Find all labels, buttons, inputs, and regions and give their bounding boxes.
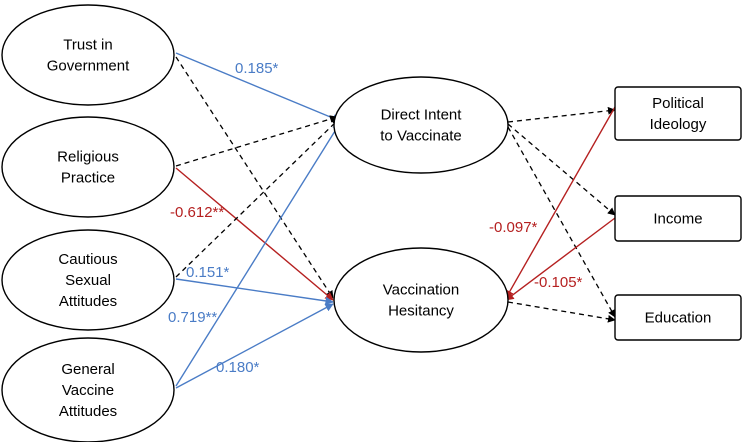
- node-education-box: [614, 294, 742, 341]
- node-general-label-line: General: [61, 361, 114, 378]
- node-hesitancy-ellipse: [333, 247, 509, 353]
- edge-ideology-hesitancy: [505, 106, 616, 299]
- node-cautious-label-line: Sexual: [65, 272, 111, 289]
- coefficient-label-trust-intent: 0.185*: [235, 60, 279, 77]
- edge-trust-hesitancy: [175, 56, 334, 299]
- edge-religious-intent: [175, 115, 338, 167]
- coefficient-labels-layer: 0.185* -0.612** 0.151* 0.719** 0.180* -0.097*…: [168, 60, 583, 376]
- node-cautious-label-line: Attitudes: [59, 293, 117, 310]
- edge-religious-hesitancy: [175, 167, 334, 301]
- node-general-label-line: Attitudes: [59, 403, 117, 420]
- coefficient-label-ideology-hesitancy: -0.097*: [489, 219, 538, 236]
- coefficient-label-income-hesitancy: -0.105*: [534, 274, 583, 291]
- coefficient-label-general-intent: 0.719**: [168, 309, 217, 326]
- node-religious-label-line: Religious: [57, 149, 119, 166]
- node-education-label-line: Education: [645, 310, 712, 327]
- node-income-label-line: Income: [653, 211, 702, 228]
- node-hesitancy-label-line: Vaccination: [383, 282, 459, 299]
- edge-intent-ideology: [507, 106, 616, 123]
- node-income-box: [614, 195, 742, 242]
- node-religious-label-line: Practice: [61, 170, 115, 187]
- node-hesitancy-label-line: Hesitancy: [388, 303, 454, 320]
- edge-trust-intent: [175, 52, 341, 122]
- node-trust-ellipse: [1, 4, 175, 106]
- coefficient-label-cautious-hesitancy: 0.151*: [186, 264, 230, 281]
- node-trust-label-line: Trust in: [63, 37, 112, 54]
- coefficient-label-religious-hesitancy: -0.612**: [170, 204, 224, 221]
- node-education: Education: [614, 294, 742, 341]
- node-intent-label-line: to Vaccinate: [380, 128, 461, 145]
- node-religious-ellipse: [1, 116, 175, 218]
- node-cautious-label-line: Cautious: [58, 251, 117, 268]
- edge-general-intent: [175, 122, 341, 387]
- node-ideology-label-line: Political: [652, 95, 704, 112]
- nodes-layer: Trust in GovernmentReligiousPracticeCauti…: [1, 4, 742, 442]
- edge-cautious-intent: [175, 118, 340, 278]
- edge-hesitancy-education: [507, 301, 616, 323]
- node-general-ellipse: [1, 337, 175, 442]
- edges-layer: [175, 52, 616, 389]
- edge-intent-education: [507, 126, 616, 318]
- node-income: Income: [614, 195, 742, 242]
- node-trust: Trust in Government: [1, 4, 175, 106]
- node-ideology-label-line: Ideology: [650, 116, 707, 133]
- node-general-label-line: Vaccine: [62, 382, 114, 399]
- edge-income-hesitancy: [505, 217, 616, 301]
- node-intent-ellipse: [333, 76, 509, 174]
- node-intent: Direct Intent to Vaccinate: [333, 76, 509, 174]
- edge-general-hesitancy: [175, 303, 334, 389]
- edge-intent-income: [507, 123, 616, 216]
- coefficient-label-general-hesitancy: 0.180*: [216, 359, 260, 376]
- node-trust-label-line: Government: [47, 58, 130, 75]
- node-cautious-ellipse: [1, 229, 175, 331]
- edge-cautious-hesitancy: [175, 278, 334, 306]
- node-intent-label-line: Direct Intent: [381, 107, 463, 124]
- node-ideology-box: [614, 86, 742, 141]
